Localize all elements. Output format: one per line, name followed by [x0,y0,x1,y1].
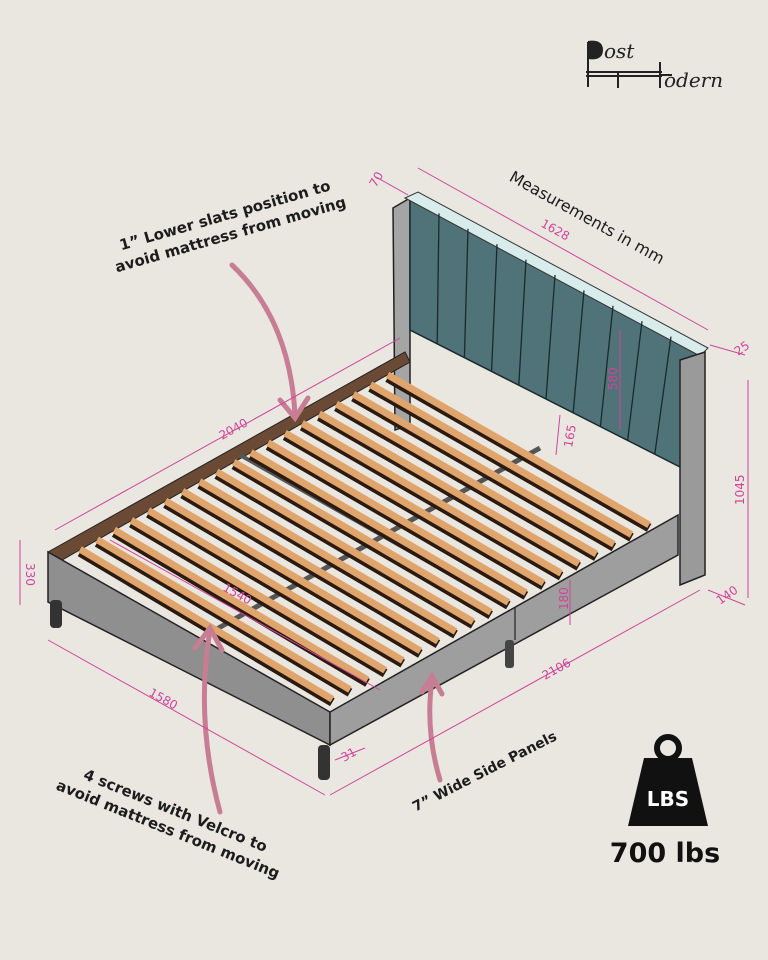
dim-25: 25 [732,338,753,358]
dim-70: 70 [366,169,386,189]
slat [214,468,475,625]
right-headboard-post [679,350,706,587]
leg [50,600,62,628]
slat [368,381,634,538]
slat [78,546,335,703]
slat [317,410,581,567]
dim-165: 165 [561,424,579,449]
slat [385,371,651,528]
annotation-arrows [192,262,445,815]
dim-140: 140 [714,583,741,608]
headboard-channel [436,213,440,344]
slat [232,459,493,616]
dim-180: 180 [557,587,571,610]
right-side-rail [329,513,679,747]
weight-icon: LBS [628,734,708,826]
headboard-channel [626,321,643,441]
dim-2040: 2040 [217,416,251,443]
dim-580: 580 [606,367,620,390]
slat [334,400,599,557]
headboard-channel [463,228,469,358]
dim-330: 330 [23,563,37,586]
slat [163,497,423,654]
svg-text:ost: ost [604,39,635,63]
dim-2106: 2106 [540,656,574,683]
headboard-channel [490,244,498,372]
slat [129,517,387,674]
slat [351,391,616,548]
headboard-top-cap [403,191,709,357]
weight-capacity: 700 lbs [609,838,721,869]
headboard-channel [572,290,585,413]
weight-icon-label: LBS [647,787,689,811]
leg [318,745,330,780]
headboard-channel [518,259,527,386]
dim-1045: 1045 [733,474,747,505]
leg [505,640,514,668]
post-modern-logo: ost odern [586,39,723,92]
dimension-lines [19,167,749,796]
headboard-channel [654,336,672,455]
slat [197,478,458,635]
slat [146,507,405,664]
dim-1580: 1580 [147,685,181,712]
slat [95,536,352,693]
dim-31: 31 [339,745,359,765]
svg-text:odern: odern [664,68,723,92]
slat [266,439,528,596]
slat [180,488,440,645]
slat [300,420,563,577]
headboard-channel [599,305,614,427]
slat [283,429,546,587]
slat [112,526,370,683]
headboard-channel [545,274,556,400]
dim-1628: 1628 [539,216,573,243]
slat [249,449,511,606]
